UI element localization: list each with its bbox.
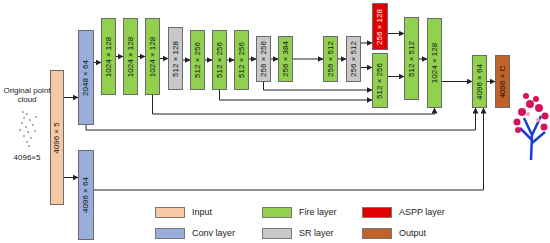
data-flow-arrow bbox=[94, 108, 484, 190]
layer-size-text: 2048 × 64 bbox=[82, 60, 90, 96]
data-flow-arrow bbox=[338, 59, 346, 60]
layer-size-text: 1024 × 128 bbox=[105, 36, 113, 76]
output-block: 4096 × C bbox=[495, 55, 510, 108]
layer-size-text: 256 × 256 bbox=[260, 41, 268, 77]
sr-layer-block: 256 × 512 bbox=[346, 36, 361, 82]
fire-layer-block: 512 × 256 bbox=[234, 30, 249, 90]
fire-layer-block: 1024 × 128 bbox=[101, 18, 116, 95]
layer-size-text: 256 × 512 bbox=[350, 41, 358, 77]
legend-label: Input bbox=[192, 207, 212, 218]
data-flow-arrow bbox=[293, 59, 323, 60]
legend-swatch bbox=[155, 228, 185, 239]
data-flow-arrow bbox=[361, 43, 372, 44]
layer-size-text: 4096 × C bbox=[499, 65, 507, 98]
fire-layer-block: 1024 × 128 bbox=[427, 18, 442, 108]
input-size-label: 4096×5 bbox=[2, 153, 52, 162]
layer-size-text: 512 × 256 bbox=[238, 42, 246, 78]
layer-size-text: 256 × 384 bbox=[282, 41, 290, 77]
input-block: 4096 × 5 bbox=[50, 70, 64, 205]
data-flow-arrow bbox=[116, 56, 123, 57]
legend-swatch bbox=[262, 207, 292, 218]
data-flow-arrow bbox=[419, 59, 427, 60]
layer-size-text: 4096 × 64 bbox=[82, 177, 90, 213]
data-flow-arrow bbox=[249, 59, 256, 60]
layer-size-text: 1024 × 128 bbox=[149, 36, 157, 76]
point-cloud-icon bbox=[19, 111, 37, 147]
layer-size-text: 256 × 512 bbox=[327, 41, 335, 77]
data-flow-arrow bbox=[264, 82, 373, 90]
layer-size-text: 256 × 128 bbox=[376, 9, 384, 45]
fire-layer-block: 512 × 256 bbox=[190, 30, 205, 90]
conv-layer-block: 4096 × 64 bbox=[78, 150, 94, 240]
layer-size-text: 512 × 256 bbox=[216, 42, 224, 78]
data-flow-arrow bbox=[86, 108, 476, 130]
data-flow-arrow bbox=[64, 97, 78, 98]
layer-size-text: 512 × 128 bbox=[172, 41, 180, 77]
fire-layer-block: 512 × 256 bbox=[212, 30, 227, 90]
fire-layer-block: 512 × 256 bbox=[372, 53, 388, 108]
legend-swatch bbox=[262, 228, 292, 239]
data-flow-arrow bbox=[205, 60, 212, 61]
input-caption: Original point cloud bbox=[2, 86, 52, 104]
fire-layer-block: 1024 × 128 bbox=[145, 18, 160, 95]
legend-label: Conv layer bbox=[192, 228, 235, 239]
layer-size-text: 512 × 256 bbox=[376, 63, 384, 99]
fire-layer-block: 1024 × 128 bbox=[123, 18, 138, 95]
data-flow-arrow bbox=[227, 60, 234, 61]
legend-label: Fire layer bbox=[299, 207, 337, 218]
data-flow-arrow bbox=[183, 60, 190, 61]
data-flow-arrow bbox=[361, 67, 372, 68]
data-flow-arrow bbox=[487, 81, 495, 82]
data-flow-arrow bbox=[220, 90, 373, 100]
layer-size-text: 512 × 512 bbox=[408, 41, 416, 77]
legend-label: SR layer bbox=[299, 228, 334, 239]
fire-layer-block: 256 × 384 bbox=[278, 36, 293, 82]
legend-label: Output bbox=[399, 228, 426, 239]
data-flow-arrow bbox=[64, 177, 78, 178]
sr-layer-block: 256 × 256 bbox=[256, 36, 271, 82]
legend-swatch bbox=[362, 207, 392, 218]
legend-label: ASPP layer bbox=[399, 207, 445, 218]
layer-size-text: 4096 × 5 bbox=[53, 122, 61, 153]
conv-layer-block: 2048 × 64 bbox=[78, 30, 94, 125]
data-flow-arrow bbox=[442, 81, 472, 82]
data-flow-arrow bbox=[388, 33, 404, 34]
layer-size-text: 4096 × 64 bbox=[476, 64, 484, 100]
sr-layer-block: 512 × 128 bbox=[168, 27, 183, 90]
fire-layer-block: 512 × 512 bbox=[404, 17, 419, 100]
data-flow-arrow bbox=[153, 95, 435, 114]
aspp-layer-block: 256 × 128 bbox=[372, 3, 388, 50]
data-flow-arrow bbox=[138, 56, 145, 57]
layer-size-text: 1024 × 128 bbox=[127, 36, 135, 76]
layer-size-text: 1024 × 128 bbox=[431, 43, 439, 83]
data-flow-arrow bbox=[94, 62, 101, 63]
data-flow-arrow bbox=[271, 59, 278, 60]
segmented-tree-icon bbox=[514, 93, 549, 160]
legend-swatch bbox=[362, 228, 392, 239]
layer-size-text: 512 × 256 bbox=[194, 42, 202, 78]
fire-layer-block: 256 × 512 bbox=[323, 36, 338, 82]
legend-swatch bbox=[155, 207, 185, 218]
data-flow-arrow bbox=[160, 58, 168, 59]
data-flow-arrow bbox=[388, 76, 404, 77]
fire-layer-block: 4096 × 64 bbox=[472, 55, 487, 108]
